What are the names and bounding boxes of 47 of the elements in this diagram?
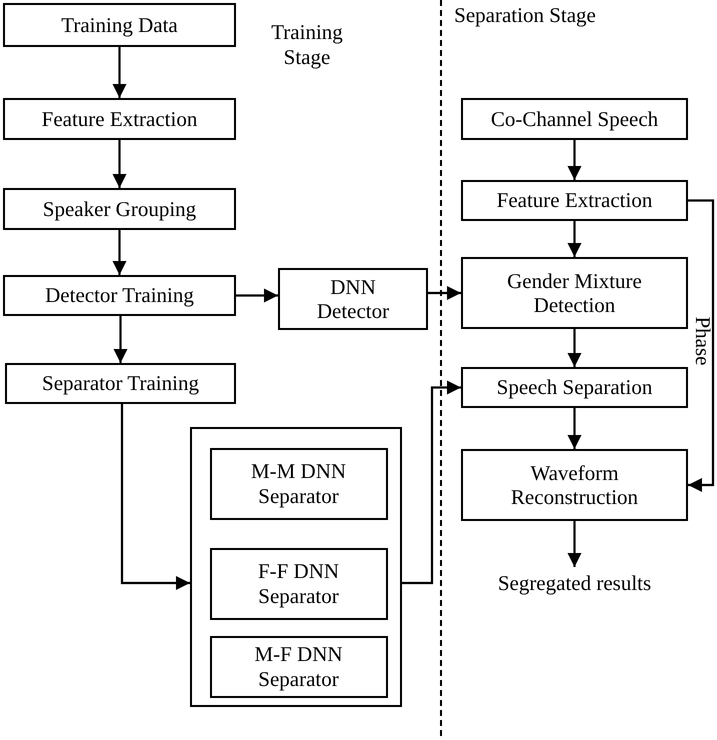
box-label: Detector Training	[45, 283, 194, 308]
box-label: Feature Extraction	[496, 188, 652, 213]
process-box	[3, 98, 236, 140]
arrow	[568, 521, 582, 567]
arrow	[568, 221, 582, 257]
process-box	[461, 367, 688, 408]
box-label: Co-Channel Speech	[490, 106, 658, 132]
group-box	[190, 427, 402, 707]
box-label: Waveform Reconstruction	[510, 460, 640, 510]
arrow	[568, 329, 582, 367]
process-box	[278, 268, 428, 330]
arrow	[688, 199, 714, 492]
box-label: DNN Detector	[316, 274, 390, 324]
arrow	[120, 404, 190, 590]
process-box	[461, 257, 688, 329]
process-box	[5, 363, 236, 404]
arrow	[402, 380, 461, 584]
box-label: F-F DNN Separator	[256, 559, 340, 608]
box-label: Speech Separation	[496, 375, 652, 400]
process-box	[461, 449, 688, 521]
arrow	[568, 408, 582, 449]
box-label: M-F DNN Separator	[253, 642, 344, 691]
process-box	[3, 275, 236, 316]
arrow	[114, 316, 128, 363]
arrow	[428, 286, 461, 300]
arrow	[236, 288, 278, 302]
arrow	[112, 140, 126, 188]
process-box	[3, 3, 236, 47]
process-box	[210, 448, 388, 520]
arrow	[112, 47, 126, 98]
process-box	[461, 180, 688, 221]
box-label: M-M DNN Separator	[250, 459, 348, 508]
arrow	[112, 230, 126, 275]
box-label: Gender Mixture Detection	[506, 268, 643, 318]
edge-label: Phase	[690, 316, 715, 368]
box-label: Separator Training	[42, 371, 199, 396]
process-box	[210, 548, 388, 620]
stage-label: Training Stage	[270, 20, 344, 70]
arrow	[568, 140, 582, 180]
process-box	[461, 98, 688, 140]
box-label: Training Data	[61, 12, 178, 38]
process-box	[3, 188, 236, 230]
process-box	[210, 636, 388, 698]
output-text: Segregated results	[462, 567, 687, 599]
stage-label: Separation Stage	[453, 3, 597, 28]
box-label: Speaker Grouping	[42, 196, 196, 222]
box-label: Feature Extraction	[42, 106, 198, 132]
